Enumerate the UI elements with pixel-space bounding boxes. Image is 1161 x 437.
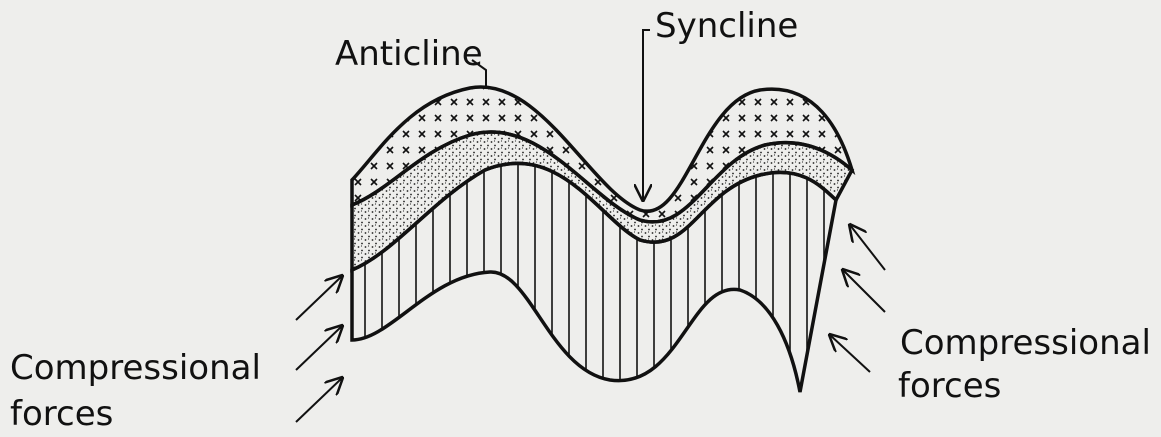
right-arrow-1 [850, 225, 885, 270]
syncline-arrow [643, 30, 650, 200]
right-arrow-3 [830, 335, 870, 372]
left-forces-label: forces [10, 396, 113, 433]
anticline-label: Anticline [335, 36, 483, 73]
syncline-label: Syncline [655, 8, 798, 45]
right-arrow-2 [843, 270, 885, 312]
left-compressional-label: Compressional [10, 350, 261, 387]
left-arrow-2 [296, 326, 342, 370]
right-compressional-label: Compressional [900, 325, 1151, 362]
right-forces-label: forces [898, 368, 1001, 405]
left-arrow-1 [296, 276, 342, 320]
left-arrow-3 [296, 378, 342, 422]
